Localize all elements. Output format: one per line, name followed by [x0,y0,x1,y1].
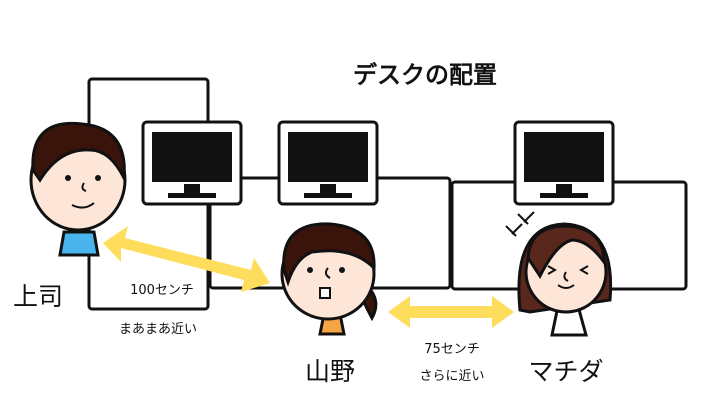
boss-yamano-comment: まあまあ近い [118,322,198,337]
boss-character [29,121,127,257]
machida-name-label: マチダ [528,357,604,386]
distance-arrow-boss-yamano [103,226,270,292]
boss-yamano-distance: 100センチ [130,283,194,298]
page-title: デスクの配置 [353,61,497,89]
distance-arrow-yamano-machida [388,296,514,328]
boss-name-label: 上司 [12,282,64,311]
yamano-character [280,222,378,336]
yamano-name-label: 山野 [304,357,356,386]
yamano-machida-distance: 75センチ [424,342,480,357]
monitor-icon [141,120,243,206]
monitor-icon [277,120,379,206]
monitor-icon [513,120,615,206]
machida-character [505,211,613,337]
yamano-machida-comment: さらに近い [419,369,485,384]
